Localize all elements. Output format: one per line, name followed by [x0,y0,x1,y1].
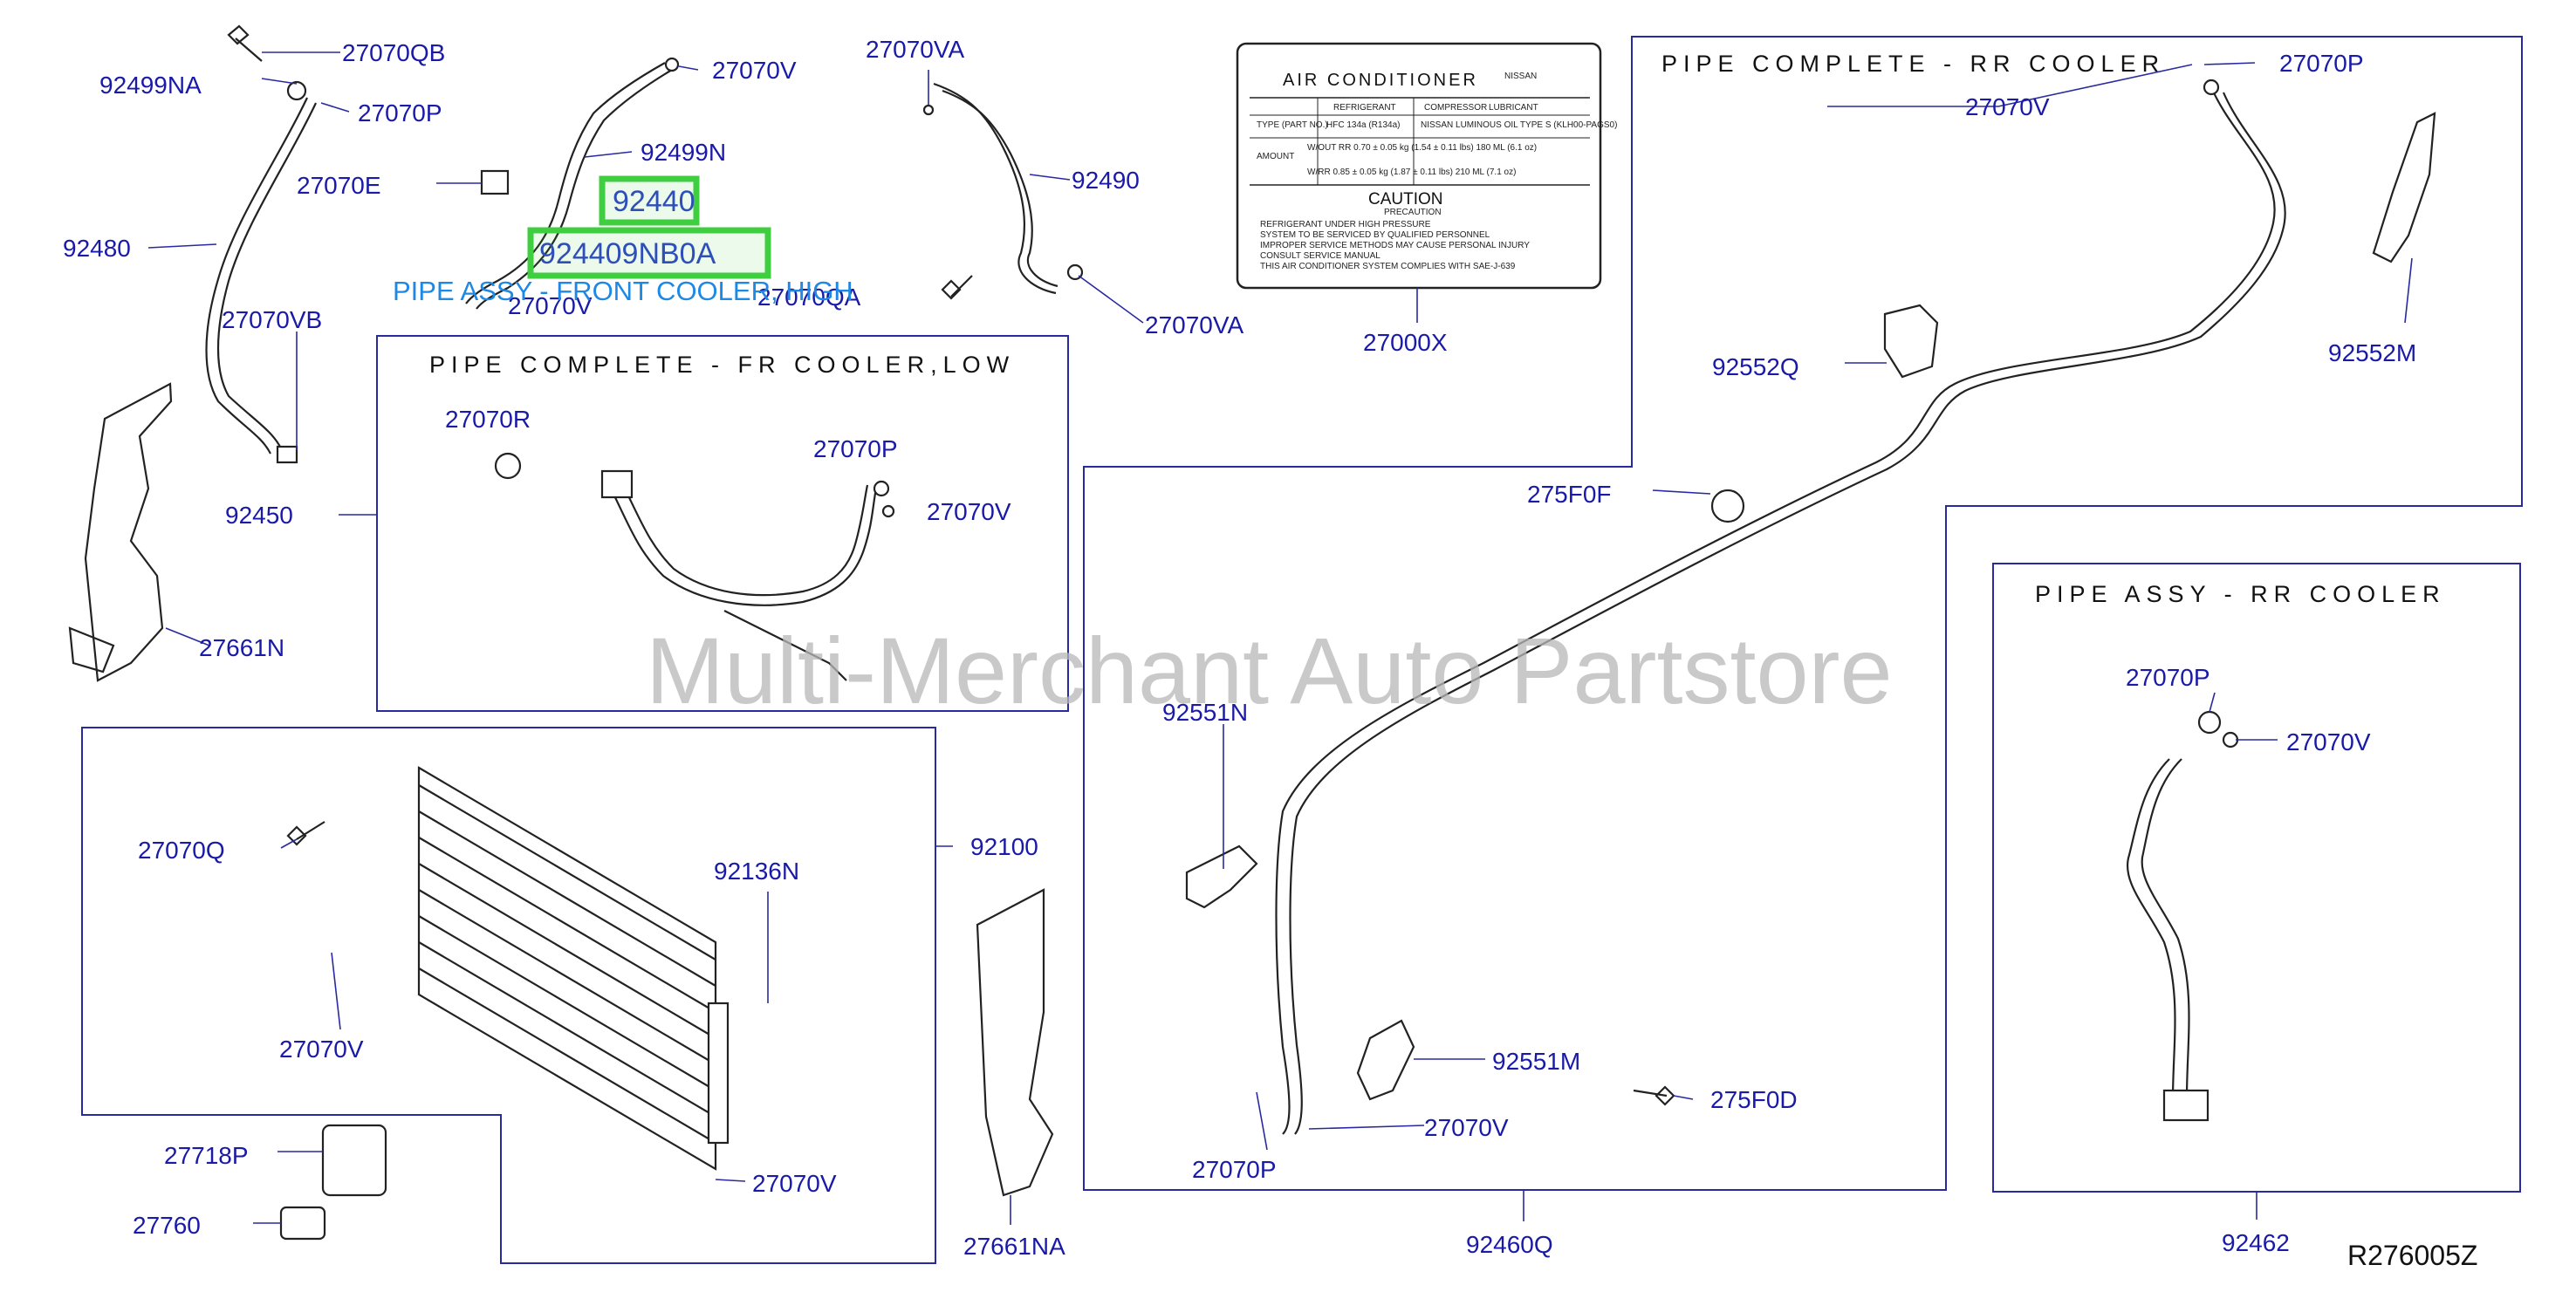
condenser-92100 [417,766,730,1171]
part-label[interactable]: 27070R [445,406,531,433]
bracket-27661n [68,382,173,682]
bolt-icon [227,24,263,62]
part-label[interactable]: 92462 [2222,1229,2290,1256]
part-label[interactable]: 275F0D [1710,1086,1798,1113]
leader-lines [147,51,2413,1225]
bracket-92551n [1185,844,1258,909]
part-label[interactable]: 27070V [279,1036,364,1063]
part-label[interactable]: 27070P [2126,664,2210,691]
bolt-icon [1633,1085,1675,1106]
part-label[interactable]: 27070V [752,1170,837,1197]
bolt-icon [941,275,973,300]
part-label[interactable]: 92136N [714,858,799,885]
part-label[interactable]: 92100 [970,833,1038,860]
svg-text:LUBRICANT: LUBRICANT [1489,103,1538,113]
part-label[interactable]: 92480 [63,235,131,262]
part-label[interactable]: 27070V [927,498,1011,525]
part-label[interactable]: 27760 [133,1212,201,1239]
part-label[interactable]: 92499NA [99,72,202,99]
part-label[interactable]: 27070V [508,292,593,319]
part-label[interactable]: 92450 [225,502,293,529]
svg-text:COMPRESSOR: COMPRESSOR [1424,103,1487,113]
part-label[interactable]: 27070V [1965,93,2050,120]
part-label[interactable]: 27070P [1192,1156,1277,1183]
svg-text:CONSULT SERVICE MANUAL: CONSULT SERVICE MANUAL [1260,251,1380,261]
part-label[interactable]: 27070P [2279,50,2364,77]
clamp-275f0f [1710,489,1745,523]
frame-condenser [81,727,936,1264]
highlight-description: PIPE ASSY - FRONT COOLER, HIGH [393,276,853,306]
highlight-box-part-number [527,227,771,279]
svg-text:REFRIGERANT UNDER HIGH PRESSUR: REFRIGERANT UNDER HIGH PRESSURE [1260,220,1431,229]
pipe-92440 [465,57,680,310]
part-label[interactable]: 27070VA [1145,311,1243,338]
svg-text:HFC 134a (R134a): HFC 134a (R134a) [1326,120,1400,130]
part-label[interactable]: 27661N [199,634,284,661]
part-label[interactable]: 92499N [641,139,726,166]
bracket-92552q [1883,304,1939,379]
bracket-27661na [976,888,1054,1197]
sensor-27760 [279,1206,326,1241]
svg-text:AIR CONDITIONER: AIR CONDITIONER [1283,71,1478,90]
watermark: Multi-Merchant Auto Partstore [646,618,1893,723]
part-label[interactable]: 92460Q [1466,1231,1553,1258]
frame-title-rr-complete: PIPE COMPLETE - RR COOLER [1661,51,2165,77]
pipe-92490 [922,82,1084,295]
part-label[interactable]: 27070QA [757,284,861,311]
part-label[interactable]: 27070VB [222,306,322,333]
svg-text:REFRIGERANT: REFRIGERANT [1333,103,1396,113]
part-label[interactable]: 27070P [358,99,442,126]
svg-text:SYSTEM TO BE SERVICED BY QUALI: SYSTEM TO BE SERVICED BY QUALIFIED PERSO… [1260,230,1490,240]
part-label[interactable]: 92551N [1162,699,1248,726]
ac-label-plate: AIR CONDITIONER NISSAN REFRIGERANT COMPR… [1236,42,1617,290]
pipe-rr-assy [2127,710,2239,1122]
part-label[interactable]: 27070P [813,435,898,462]
part-label[interactable]: 92551M [1492,1048,1580,1075]
highlight-part-number[interactable]: 924409NB0A [539,237,716,270]
part-label[interactable]: 27070V [712,57,797,84]
frame-rr-complete [1083,36,2523,1191]
diagram-code: R276005Z [2347,1240,2477,1271]
svg-text:W/RR 0.85 ± 0.05 kg (1.87 ± 0: W/RR 0.85 ± 0.05 kg (1.87 ± 0.11 lbs) 21… [1307,168,1516,177]
part-label[interactable]: 27070V [1424,1114,1509,1141]
frame-title-fr-low: PIPE COMPLETE - FR COOLER,LOW [429,352,1015,378]
bracket-92551m [1356,1019,1415,1101]
part-label[interactable]: 92552M [2328,339,2416,366]
svg-text:IMPROPER SERVICE METHODS MAY C: IMPROPER SERVICE METHODS MAY CAUSE PERSO… [1260,241,1530,250]
clip-27070e [480,169,510,195]
svg-text:W/OUT RR 0.70 ± 0.05 kg (1.54: W/OUT RR 0.70 ± 0.05 kg (1.54 ± 0.11 lbs… [1307,143,1537,153]
svg-text:TYPE (PART NO.): TYPE (PART NO.) [1257,120,1328,130]
part-label[interactable]: 27070E [297,172,381,199]
part-label[interactable]: 275F0F [1527,481,1612,508]
part-label[interactable]: 27070V [2286,728,2371,755]
pipe-rr-complete [1275,79,2286,1135]
frame-fr-low [376,335,1069,712]
part-label[interactable]: 92490 [1072,167,1140,194]
svg-text:NISSAN: NISSAN [1504,72,1537,81]
receiver-27718p [321,1124,387,1197]
svg-text:THIS AIR CONDITIONER SYSTEM CO: THIS AIR CONDITIONER SYSTEM COMPLIES WIT… [1260,262,1516,271]
part-label[interactable]: 27070VA [866,36,964,63]
highlight-box-part [599,175,700,226]
frame-title-rr-assy: PIPE ASSY - RR COOLER [2035,581,2446,607]
frame-rr-assy [1992,563,2521,1193]
svg-text:PRECAUTION: PRECAUTION [1384,208,1442,217]
highlight-part-label[interactable]: 92440 [613,185,695,218]
bracket-92552m [2372,112,2436,263]
part-label[interactable]: 27070QB [342,39,445,66]
part-label[interactable]: 92552Q [1712,353,1799,380]
part-label[interactable]: 27070Q [138,837,225,864]
svg-text:CAUTION: CAUTION [1368,190,1443,209]
svg-text:AMOUNT: AMOUNT [1257,152,1294,161]
hose-92480 [205,80,317,464]
part-label[interactable]: 27718P [164,1142,249,1169]
pipe-fr-cooler-low [494,452,895,681]
part-label[interactable]: 27000X [1363,329,1448,356]
part-label[interactable]: 27661NA [963,1233,1065,1260]
svg-text:NISSAN LUMINOUS OIL TYPE S (KL: NISSAN LUMINOUS OIL TYPE S (KLH00-PAGS0) [1421,120,1617,130]
